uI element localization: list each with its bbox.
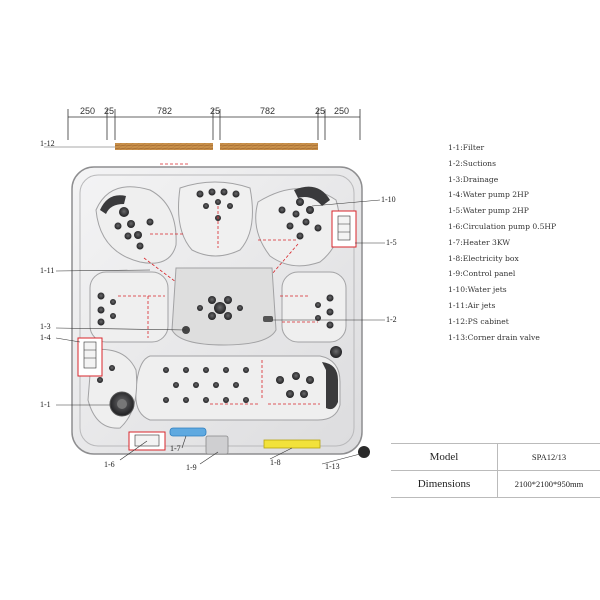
water-jets-pillow — [294, 186, 330, 206]
spec-table: Model SPA12/13 Dimensions 2100*2100*950m… — [391, 443, 600, 498]
ps-cabinet-strip-left — [115, 143, 213, 150]
top-dimension-line — [67, 109, 361, 140]
legend-item: 1-2:Suctions — [448, 158, 496, 168]
model-label: Model — [391, 443, 498, 471]
legend-item: 1-12:PS cabinet — [448, 316, 509, 326]
callout-1-10: 1-10 — [381, 195, 396, 204]
callout-1-4: 1-4 — [40, 333, 51, 342]
callout-1-3: 1-3 — [40, 322, 51, 331]
electricity-box — [263, 439, 321, 449]
dim-25-b: 25 — [210, 106, 221, 116]
callout-1-13: 1-13 — [325, 462, 340, 471]
seat-left-corner — [95, 186, 177, 264]
legend-item: 1-1:Filter — [448, 143, 485, 152]
callout-1-11: 1-11 — [40, 266, 55, 275]
seat-depth-markings — [118, 163, 320, 405]
lounger — [135, 355, 341, 421]
seat-left-side — [89, 271, 169, 343]
callout-1-1: 1-1 — [40, 400, 51, 409]
dim-250-right: 250 — [334, 106, 350, 116]
dim-25-c: 25 — [315, 106, 326, 116]
callout-1-7: 1-7 — [170, 444, 181, 453]
callout-1-8: 1-8 — [270, 458, 281, 467]
ps-cabinet-strip-right — [220, 143, 318, 150]
water-pump-left — [77, 337, 103, 377]
dimensions-value: 2100*2100*950mm — [497, 470, 600, 498]
legend-item: 1-9:Control panel — [448, 269, 516, 279]
legend-item: 1-7:Heater 3KW — [448, 237, 511, 247]
leader-lines — [55, 199, 385, 465]
control-panel — [205, 435, 229, 455]
callout-1-6: 1-6 — [104, 460, 115, 469]
component-legend: 1-1:Filter 1-2:Suctions 1-3:Drainage 1-4… — [448, 143, 556, 348]
legend-item: 1-10:Water jets — [448, 285, 507, 295]
water-jets — [97, 188, 342, 403]
dim-782-left: 782 — [157, 106, 173, 116]
dimensions-label: Dimensions — [391, 470, 498, 498]
dim-25-a: 25 — [104, 106, 115, 116]
spec-row-model: Model SPA12/13 — [391, 443, 600, 471]
callout-1-12: 1-12 — [40, 139, 55, 148]
legend-item: 1-5:Water pump 2HP — [448, 206, 529, 216]
seat-right-side — [281, 271, 347, 343]
callout-1-9: 1-9 — [186, 463, 197, 472]
model-value: SPA12/13 — [497, 443, 600, 471]
legend-item: 1-4:Water pump 2HP — [448, 190, 529, 200]
callout-1-5: 1-5 — [386, 238, 397, 247]
legend-item: 1-13:Corner drain valve — [448, 332, 540, 342]
callout-1-2: 1-2 — [386, 315, 397, 324]
legend-item: 1-6:Circulation pump 0.5HP — [448, 221, 557, 231]
legend-item: 1-8:Electricity box — [448, 253, 519, 263]
spec-row-dimensions: Dimensions 2100*2100*950mm — [391, 470, 600, 498]
corner-drain-valve — [358, 446, 370, 458]
dim-782-right: 782 — [260, 106, 276, 116]
water-pump-right — [331, 210, 357, 248]
dim-250-left: 250 — [80, 106, 96, 116]
lounger-pillow — [322, 362, 338, 410]
heater — [169, 427, 207, 437]
legend-item: 1-11:Air jets — [448, 300, 496, 310]
suction — [263, 316, 273, 322]
corner-pillow — [100, 195, 126, 214]
legend-item: 1-3:Drainage — [448, 174, 499, 184]
